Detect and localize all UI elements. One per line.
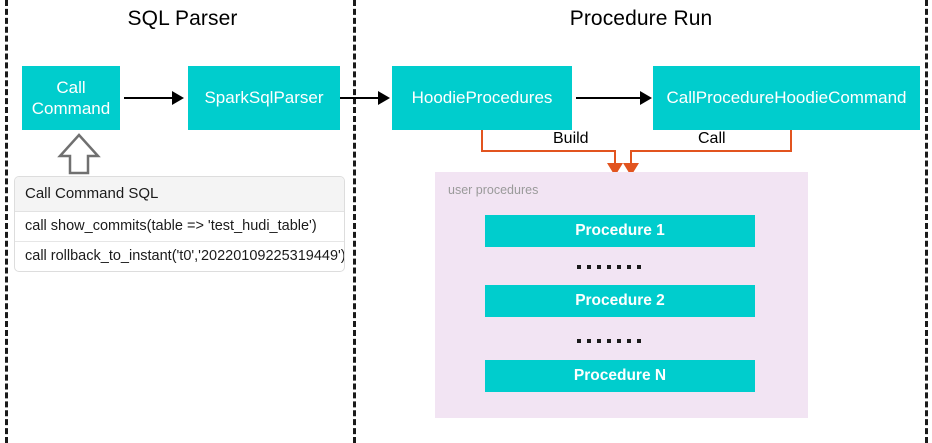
divider-right xyxy=(925,0,928,443)
node-call-command-line2: Command xyxy=(31,99,111,118)
call-connector-segment xyxy=(630,150,792,152)
ellipsis-dots-2 xyxy=(577,339,641,343)
arrow-hoodie-procedures-to-call-procedure-hoodie-command xyxy=(576,97,642,99)
sql-table-row: call show_commits(table => 'test_hudi_ta… xyxy=(15,212,344,242)
arrow-spark-sql-parser-to-hoodie-procedures xyxy=(340,97,380,99)
divider-left xyxy=(5,0,8,443)
call-connector-segment xyxy=(630,150,632,167)
sql-table-row: call rollback_to_instant('t0','202201092… xyxy=(25,248,345,264)
procedure-item-n[interactable]: Procedure N xyxy=(485,360,755,392)
arrow-call-command-to-spark-sql-parser xyxy=(124,97,174,99)
node-call-command[interactable]: Call Command xyxy=(22,66,120,130)
edge-label-build: Build xyxy=(548,130,594,148)
build-connector-segment xyxy=(614,150,616,167)
node-call-procedure-hoodie-command[interactable]: CallProcedureHoodieCommand xyxy=(653,66,920,130)
arrow-head-icon xyxy=(378,91,390,105)
node-spark-sql-parser[interactable]: SparkSqlParser xyxy=(188,66,340,130)
ellipsis-dots-1 xyxy=(577,265,641,269)
divider-middle xyxy=(353,0,356,443)
arrow-head-icon xyxy=(640,91,652,105)
node-call-command-line1: Call xyxy=(56,78,86,97)
build-connector-segment xyxy=(481,130,483,152)
sql-table-header: Call Command SQL xyxy=(15,177,344,212)
arrow-head-icon xyxy=(172,91,184,105)
node-hoodie-procedures[interactable]: HoodieProcedures xyxy=(392,66,572,130)
call-connector-segment xyxy=(790,130,792,152)
user-procedures-label: user procedures xyxy=(448,183,539,197)
procedure-item-2[interactable]: Procedure 2 xyxy=(485,285,755,317)
edge-label-call: Call xyxy=(693,130,731,148)
procedure-item-1[interactable]: Procedure 1 xyxy=(485,215,755,247)
call-command-sql-table: Call Command SQL call show_commits(table… xyxy=(14,176,345,272)
section-title-procedure-run: Procedure Run xyxy=(569,7,713,30)
section-title-sql-parser: SQL Parser xyxy=(127,7,238,30)
build-connector-segment xyxy=(481,150,616,152)
block-arrow-up-icon xyxy=(57,133,101,175)
